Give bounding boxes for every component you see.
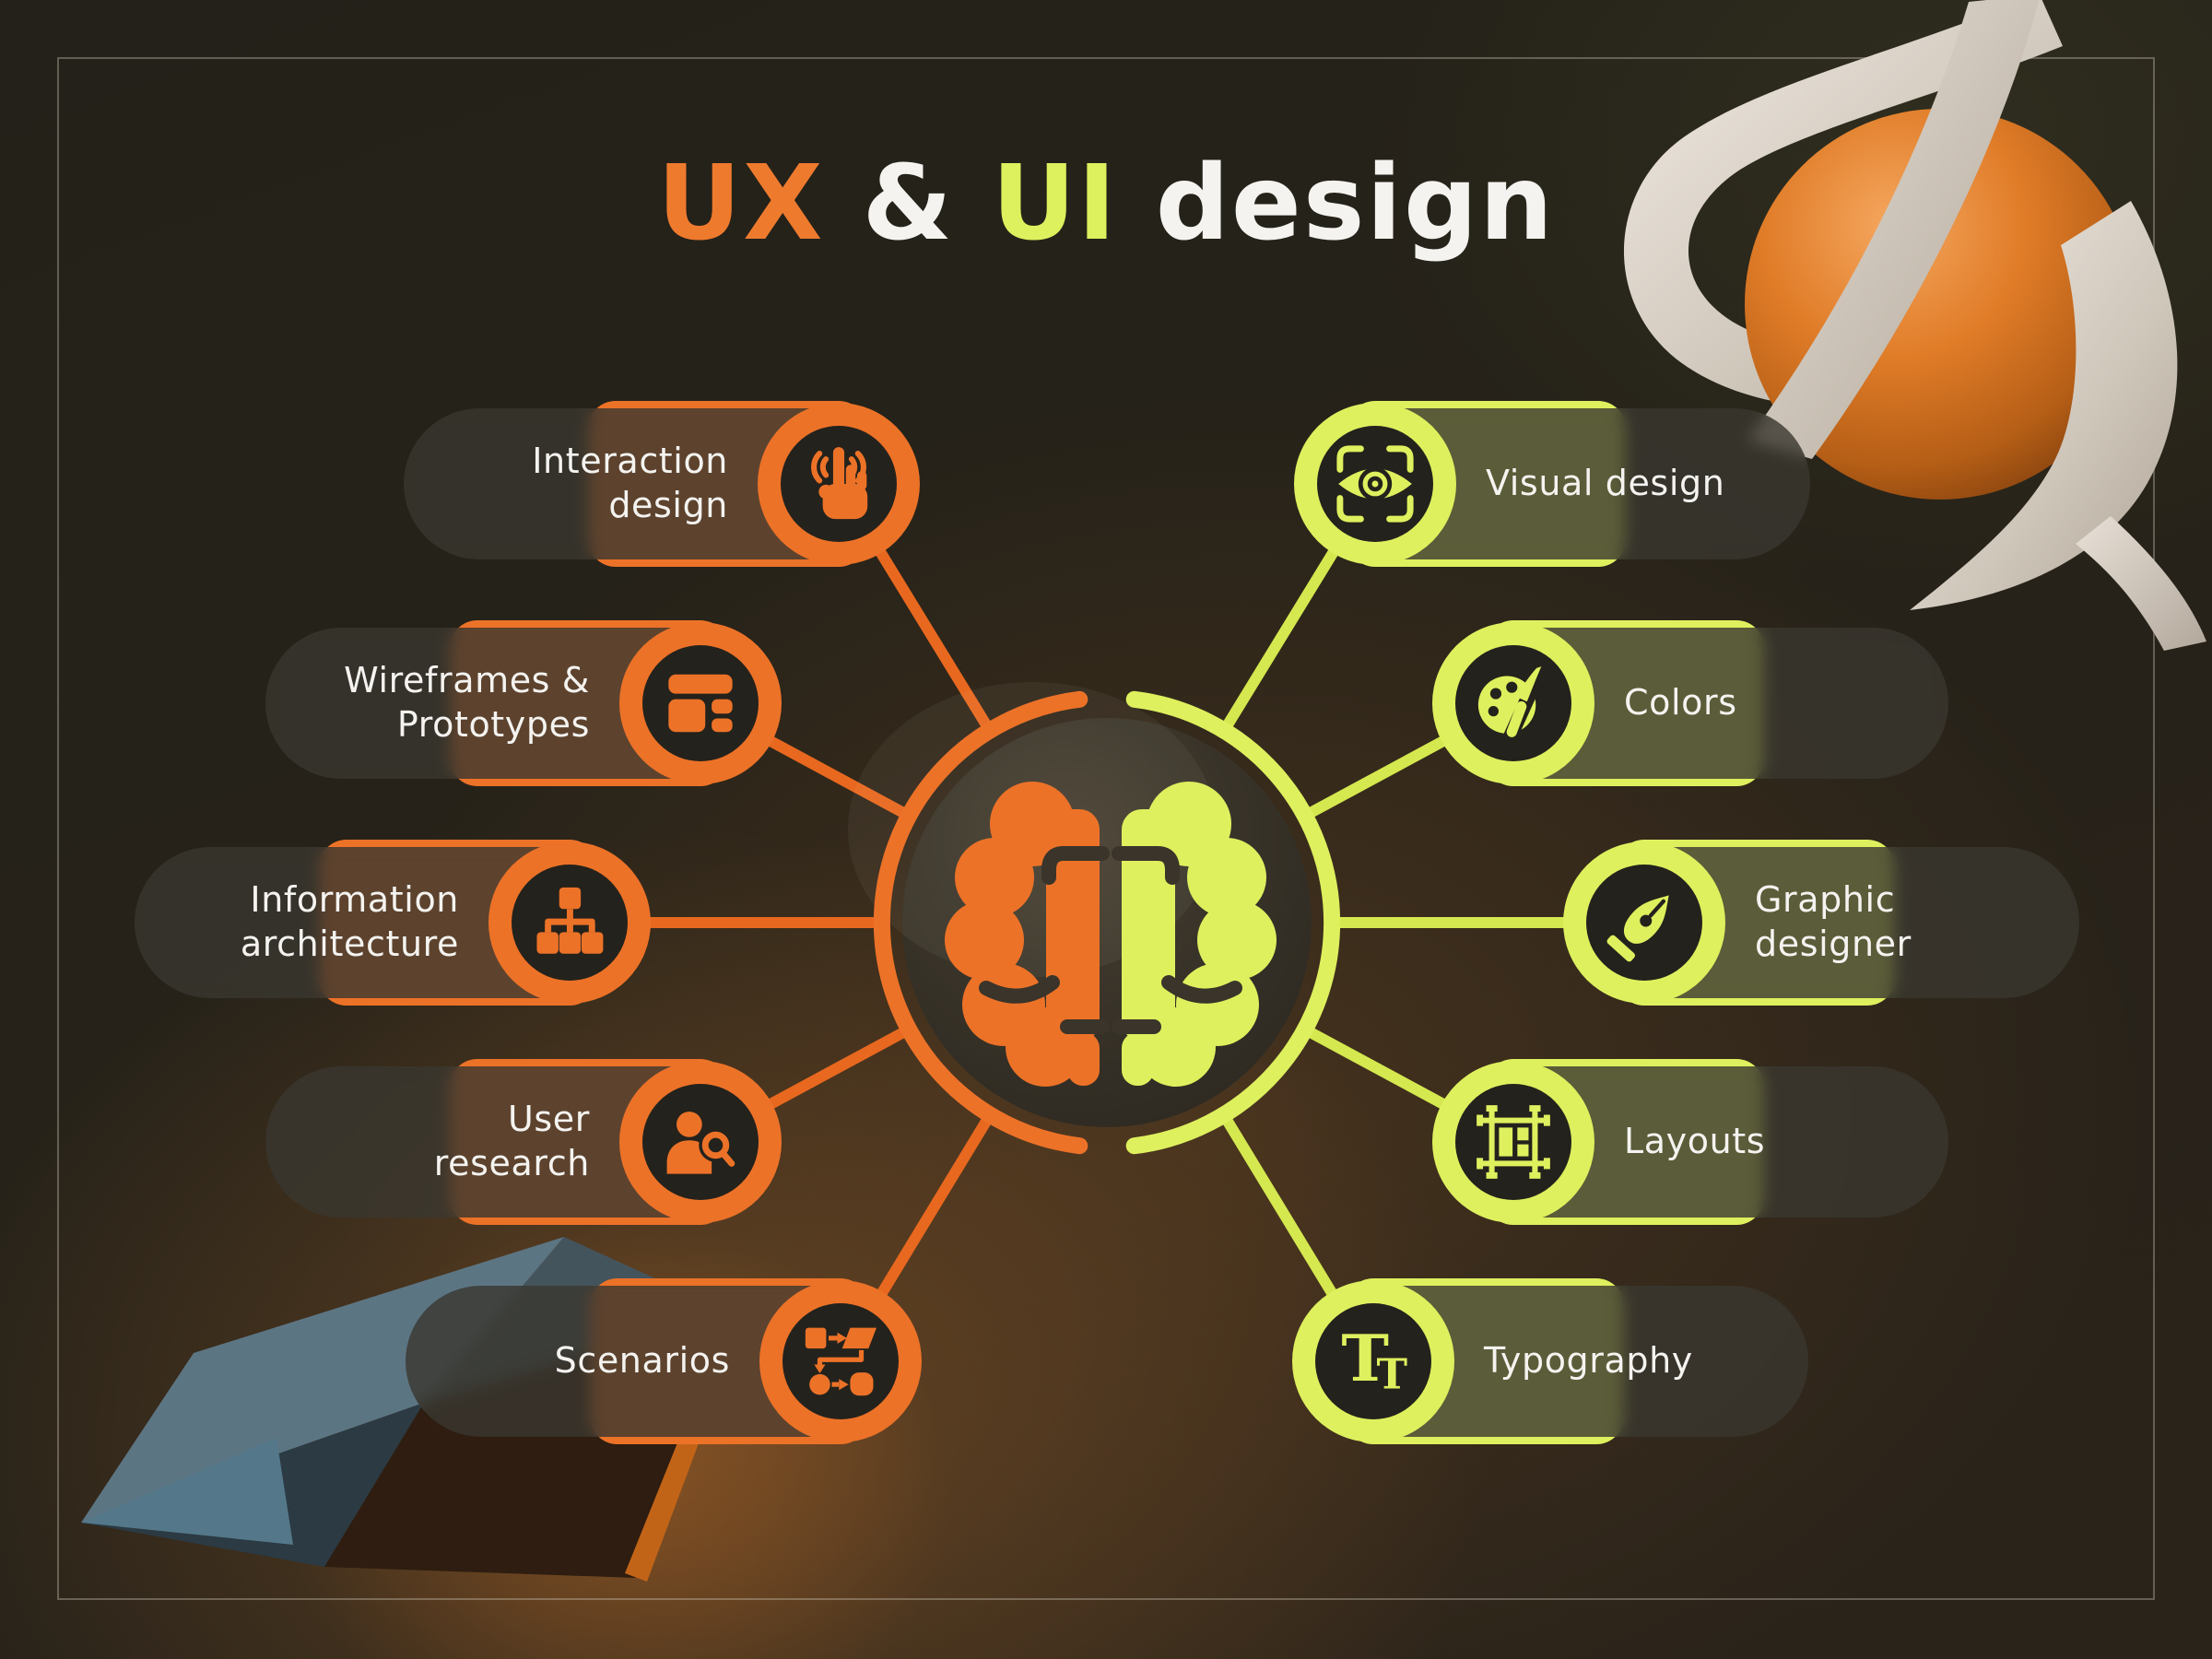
title-ui: UI (992, 144, 1118, 264)
item-label: Scenarios (554, 1340, 730, 1382)
item-label: Wireframes & Prototypes (344, 660, 590, 745)
item-label: Information architecture (240, 879, 459, 964)
icon-badge: T T (1292, 1280, 1454, 1442)
icon-badge (619, 622, 782, 784)
artboard-frame-icon (1477, 1105, 1550, 1179)
svg-text:T: T (1341, 1322, 1389, 1396)
page-title: UX & UI design (0, 144, 2212, 264)
item-label: Typography (1484, 1340, 1693, 1382)
item-label: Layouts (1624, 1121, 1766, 1162)
item-label: User research (433, 1099, 590, 1183)
icon-badge (488, 841, 651, 1004)
wireframe-blocks-icon (668, 674, 733, 733)
item-label: Interaction design (532, 441, 728, 525)
sphere-ribbon-decoration (1624, 0, 2206, 651)
svg-text:T: T (1376, 1349, 1407, 1398)
border-frame (57, 57, 2155, 1600)
item-label: Colors (1624, 682, 1737, 724)
item-label: Graphic designer (1755, 879, 1912, 964)
split-brain-icon (945, 782, 1277, 1087)
hub-ring-orange (873, 690, 1088, 1155)
icon-badge (758, 403, 920, 565)
icon-badge (1563, 841, 1725, 1004)
icon-badge (759, 1280, 922, 1442)
sitemap-hierarchy-icon (536, 887, 604, 954)
icon-badge (1432, 1061, 1594, 1223)
icon-badge (619, 1061, 782, 1223)
flowchart-icon (805, 1327, 877, 1396)
label-pill: Information architecture (135, 847, 627, 998)
serif-letters-icon: T T (1341, 1322, 1407, 1399)
item-label: Visual design (1486, 463, 1725, 504)
pen-nib-icon (1606, 895, 1669, 962)
hub-ring-green (1125, 690, 1341, 1155)
central-hub (848, 682, 1341, 1155)
title-ampersand: & (862, 144, 955, 264)
user-search-icon (666, 1112, 738, 1174)
title-design: design (1155, 144, 1555, 264)
icon-badge (1294, 403, 1456, 565)
tap-gesture-icon (811, 447, 868, 520)
eye-focus-icon (1336, 445, 1414, 523)
icon-badge (1432, 622, 1594, 784)
palette-brush-icon (1477, 661, 1549, 743)
title-ux: UX (657, 144, 825, 264)
